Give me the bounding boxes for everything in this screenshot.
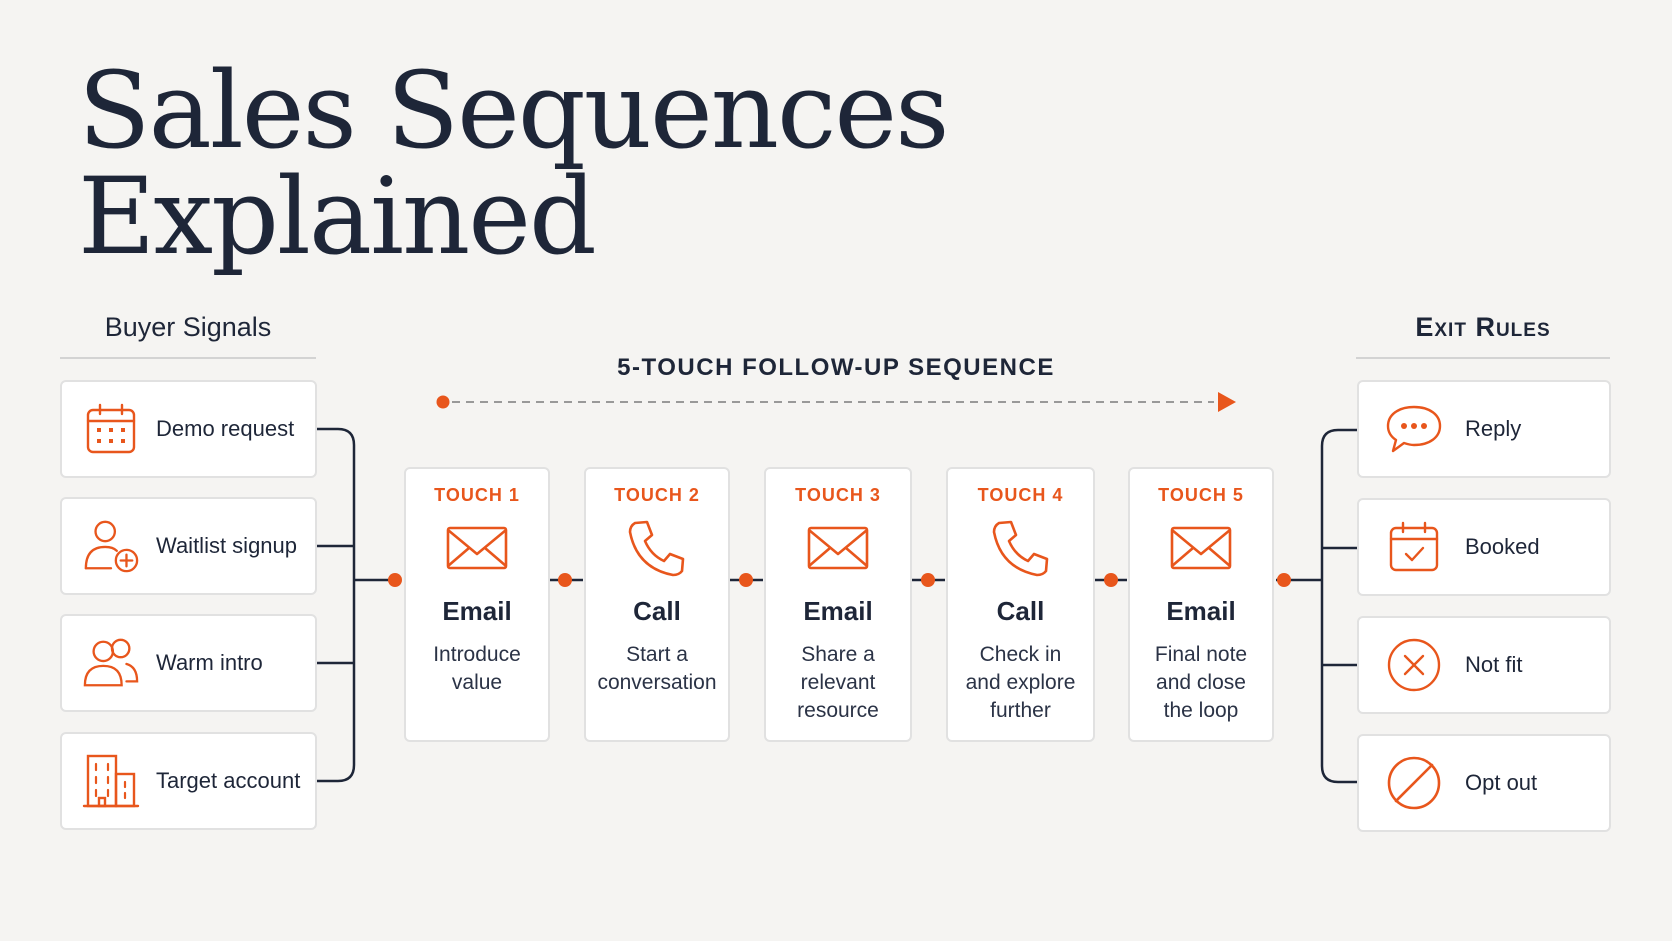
calendar-icon [82,400,140,458]
signal-card-demo-request: Demo request [60,380,317,478]
touch-description: Final note and close the loop [1154,643,1248,722]
prohibited-icon [1385,754,1443,812]
calendar-check-icon [1385,518,1443,576]
exit-label: Booked [1465,534,1540,559]
touch-channel: Email [803,596,873,626]
buyer-signals-heading: Buyer Signals [60,312,316,359]
touch-channel: Call [633,596,681,626]
exit-rules-heading: Exit Rules [1356,312,1610,359]
page-title-line-1: Sales Sequences [78,49,949,172]
exit-card-reply: Reply [1357,380,1611,478]
exit-label: Reply [1465,416,1522,441]
phone-icon [586,516,728,580]
sequence-label: 5-TOUCH FOLLOW-UP SEQUENCE [617,354,1055,381]
touch-channel: Call [996,596,1045,626]
touch-channel: Email [442,596,512,626]
signal-card-warm-intro: Warm intro [60,614,317,712]
touch-description: Start a conversation [597,643,717,694]
signal-card-target-account: Target account [60,732,317,830]
signal-card-waitlist-signup: Waitlist signup [60,497,317,595]
touch-card-2: TOUCH 2 Call Start a conversation [584,467,730,742]
x-circle-icon [1385,636,1443,694]
envelope-icon [406,516,548,580]
touch-description: Check in and explore further [965,643,1076,722]
touch-channel: Email [1166,596,1236,626]
touch-description: Share a relevant resource [797,643,879,722]
phone-icon [948,516,1093,580]
touch-card-1: TOUCH 1 Email Introduce value [404,467,550,742]
exit-card-not-fit: Not fit [1357,616,1611,714]
touch-number: TOUCH 1 [434,485,520,505]
connector-dots [388,573,1291,587]
sequence-arrow [436,392,1236,412]
user-plus-icon [82,517,140,575]
page-title: Sales Sequences Explained [78,49,949,278]
users-icon [82,634,140,692]
signal-label: Target account [156,768,301,793]
touch-number: TOUCH 4 [977,485,1064,505]
envelope-icon [766,516,910,580]
touch-number: TOUCH 3 [795,485,881,505]
signal-label: Demo request [156,416,295,441]
exit-card-opt-out: Opt out [1357,734,1611,832]
envelope-icon [1130,516,1272,580]
exit-card-booked: Booked [1357,498,1611,596]
touch-number: TOUCH 2 [614,485,700,505]
chat-bubble-icon [1385,400,1443,458]
touch-card-4: TOUCH 4 Call Check in and explore furthe… [946,467,1095,742]
building-icon [82,752,140,810]
touch-card-3: TOUCH 3 Email Share a relevant resource [764,467,912,742]
exit-label: Not fit [1465,652,1523,677]
touch-card-5: TOUCH 5 Email Final note and close the l… [1128,467,1274,742]
touch-description: Introduce value [433,643,521,694]
exit-label: Opt out [1465,770,1538,795]
signal-label: Warm intro [156,650,263,675]
page-title-line-2: Explained [78,155,597,278]
touch-number: TOUCH 5 [1158,485,1244,505]
signal-label: Waitlist signup [156,533,298,558]
